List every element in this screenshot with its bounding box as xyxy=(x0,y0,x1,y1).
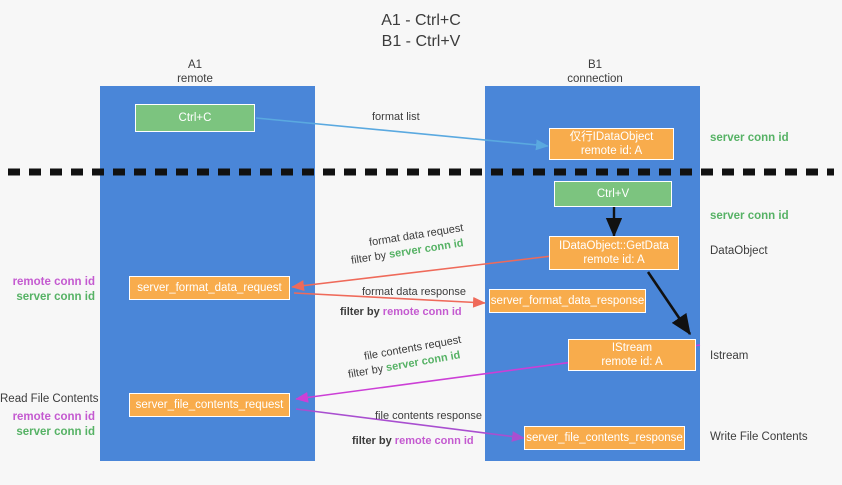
lane-a1-title: A1 xyxy=(187,59,203,71)
left-label-read-file-contents: Read File Contents xyxy=(0,393,99,405)
node-server-format-data-request-label: server_format_data_request xyxy=(137,282,282,294)
node-idataobject-remote[interactable]: 仅行IDataObject remote id: A xyxy=(549,128,674,160)
left-label-group-a: remote conn id server conn id xyxy=(0,275,95,305)
filter-value-remote-conn-id-1: remote conn id xyxy=(382,306,462,318)
node-idataobject-getdata-sublabel: remote id: A xyxy=(583,254,645,266)
node-server-format-data-request[interactable]: server_format_data_request xyxy=(129,276,290,300)
lane-b1-title: B1 xyxy=(587,59,603,71)
left-label-server-conn-id-2: server conn id xyxy=(16,426,95,438)
node-istream[interactable]: IStream remote id: A xyxy=(568,339,696,371)
node-server-file-contents-request-label: server_file_contents_request xyxy=(135,399,284,411)
lane-b1-subtitle: connection xyxy=(567,73,623,85)
filter-prefix-2: filter by xyxy=(340,306,383,318)
node-server-file-contents-response-label: server_file_contents_response xyxy=(526,432,683,444)
node-ctrl-c[interactable]: Ctrl+C xyxy=(135,104,255,132)
filter-prefix-1: filter by xyxy=(350,248,391,267)
node-idataobject-getdata-label: IDataObject::GetData xyxy=(559,240,669,252)
left-label-remote-conn-id-2: remote conn id xyxy=(12,411,95,423)
left-label-server-conn-id-1: server conn id xyxy=(16,291,95,303)
node-ctrl-c-label: Ctrl+C xyxy=(178,112,212,124)
right-label-server-conn-id-second: server conn id xyxy=(710,210,789,222)
edge-label-file-contents-response-filter: filter by remote conn id xyxy=(352,434,474,448)
node-ctrl-v-label: Ctrl+V xyxy=(596,188,630,200)
right-label-istream: Istream xyxy=(710,350,749,362)
right-label-server-conn-id-top: server conn id xyxy=(710,132,789,144)
node-istream-sublabel: remote id: A xyxy=(601,356,663,368)
lane-header-b1: B1 connection xyxy=(520,58,670,86)
title-line-1: A1 - Ctrl+C xyxy=(381,12,461,29)
node-server-format-data-response[interactable]: server_format_data_response xyxy=(489,289,646,313)
node-server-format-data-response-label: server_format_data_response xyxy=(490,295,645,307)
node-ctrl-v[interactable]: Ctrl+V xyxy=(554,181,672,207)
node-idataobject-remote-sublabel: remote id: A xyxy=(580,145,643,157)
filter-prefix-4: filter by xyxy=(352,435,395,447)
right-label-dataobject: DataObject xyxy=(710,245,768,257)
left-label-group-b: remote conn id server conn id xyxy=(0,410,95,440)
node-server-file-contents-request[interactable]: server_file_contents_request xyxy=(129,393,290,417)
lane-header-a1: A1 remote xyxy=(120,58,270,86)
right-label-write-file-contents: Write File Contents xyxy=(710,431,808,443)
edge-label-format-data-response: format data response xyxy=(362,286,466,298)
diagram-title: A1 - Ctrl+C B1 - Ctrl+V xyxy=(0,10,842,52)
lane-a1-subtitle: remote xyxy=(177,73,213,85)
node-server-file-contents-response[interactable]: server_file_contents_response xyxy=(524,426,685,450)
edge-label-file-contents-response: file contents response xyxy=(375,410,483,422)
edge-label-format-data-response-filter: filter by remote conn id xyxy=(340,305,462,319)
title-line-2: B1 - Ctrl+V xyxy=(381,33,461,50)
left-label-remote-conn-id-1: remote conn id xyxy=(12,276,95,288)
node-istream-label: IStream xyxy=(611,342,653,354)
edge-label-format-list: format list xyxy=(372,111,420,123)
filter-value-remote-conn-id-2: remote conn id xyxy=(394,435,474,447)
filter-prefix-3: filter by xyxy=(347,362,388,381)
node-idataobject-getdata[interactable]: IDataObject::GetData remote id: A xyxy=(549,236,679,270)
node-idataobject-remote-label: 仅行IDataObject xyxy=(569,131,654,143)
